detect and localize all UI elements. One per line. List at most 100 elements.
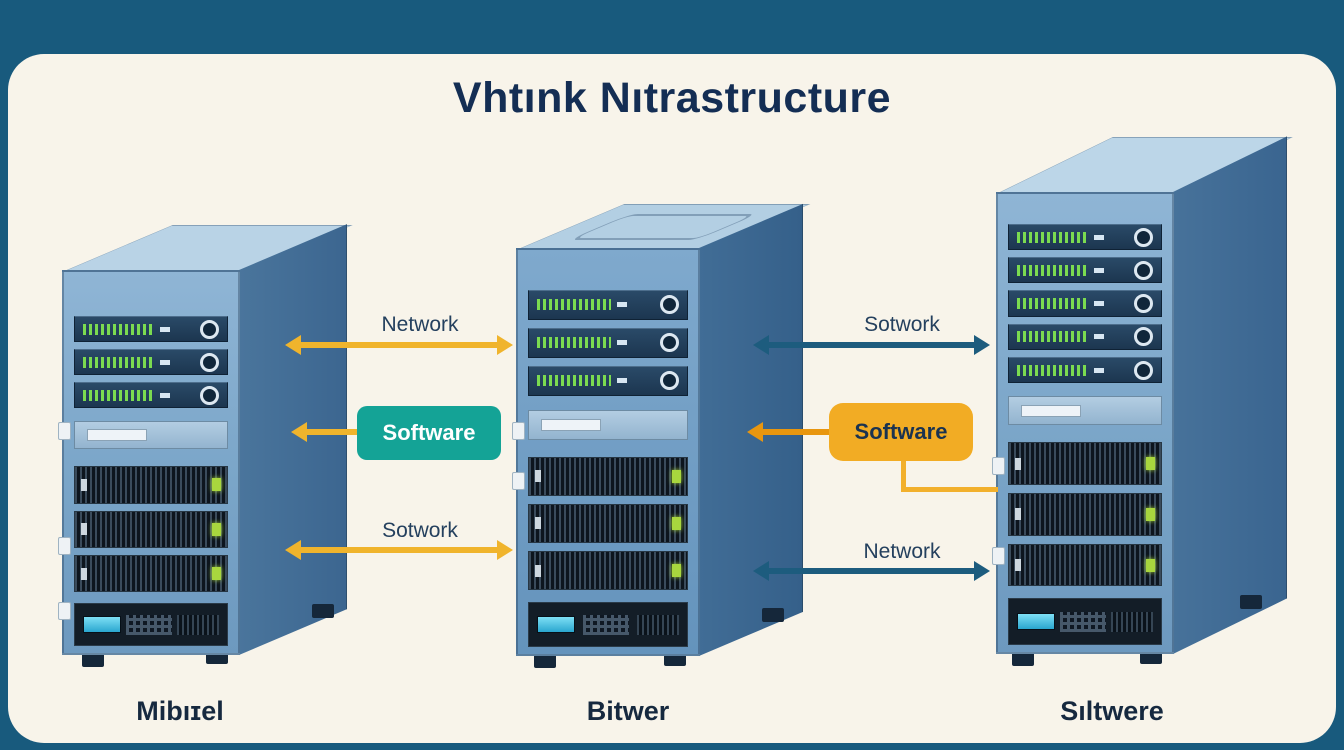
status-led [1146,558,1155,572]
software-connector-vertical [901,460,906,492]
arrow-shaft [763,429,833,435]
drive-bay [74,554,228,593]
keypad [1060,611,1106,632]
vent-grill [177,614,219,635]
software-arrow-right [747,418,833,446]
status-led [672,564,681,578]
arrow-shaft [769,568,974,574]
arrow-shaft [301,342,497,348]
blank-panel [528,409,688,440]
led-display [537,375,611,387]
drive-bay [1008,493,1162,536]
arrow-head-left-icon [291,422,307,442]
led-indicator [1093,334,1104,340]
blank-panel [74,421,228,450]
rack-front-face [512,248,700,656]
drive-bay [74,466,228,504]
status-led [212,478,221,492]
server-unit [74,316,228,343]
rack-front-face [58,270,240,655]
server-unit [74,382,228,409]
network-arrow-left-bottom [285,536,513,564]
arrow-head-left-icon [747,422,763,442]
server-unit [1008,257,1162,284]
connection-label-left-top: Network [381,313,459,336]
drive-bay [1008,543,1162,587]
led-indicator [159,359,170,365]
rack-side-face [1173,136,1287,654]
server-unit [1008,224,1162,251]
led-display [1017,298,1088,310]
rack-foot [312,604,334,618]
rack-foot [82,653,104,667]
drive-bay [528,456,688,496]
server-unit [528,327,688,358]
server-unit [528,290,688,320]
fan-port-icon [200,385,219,405]
drive-slot [1021,404,1081,417]
status-led [212,567,221,581]
led-indicator [1093,367,1104,373]
status-led [672,516,681,530]
bay-label [535,470,541,483]
led-display [537,299,611,311]
blank-panel [1008,396,1162,426]
keypad [126,614,172,635]
network-arrow-left-top [285,331,513,359]
connection-label-right-bottom: Network [863,540,941,563]
server-unit [74,349,228,376]
rack-handle [58,422,71,440]
drive-bay [74,510,228,548]
bay-label [1015,508,1021,521]
fan-port-icon [1134,360,1153,380]
led-display [83,323,154,335]
software-arrow-left [291,418,365,446]
lcd-screen [83,616,121,634]
led-display [1017,264,1088,276]
rack-handle [512,422,525,440]
rack-handle [58,602,71,620]
rack-caption-middle: Bitwer [586,696,670,726]
drive-slot [87,429,147,442]
status-led [212,522,221,536]
drive-bay [528,551,688,591]
fan-port-icon [1134,327,1153,347]
led-display [1017,331,1088,343]
led-indicator [1093,301,1104,307]
lcd-screen [1017,613,1055,631]
arrow-head-left-icon [753,335,769,355]
status-led [1146,507,1155,521]
drive-bay [1008,442,1162,486]
bay-label [1015,457,1021,470]
led-indicator [1093,234,1104,240]
rack-foot [762,608,784,622]
rack-front-face [992,192,1174,654]
drive-bay [528,503,688,544]
bay-label [81,523,87,536]
led-indicator [1093,267,1104,273]
keypad [583,614,629,635]
fan-port-icon [200,319,219,339]
fan-port-icon [660,295,679,315]
fan-port-icon [1134,227,1153,247]
led-indicator [616,302,627,308]
bay-label [535,517,541,530]
server-unit [528,365,688,396]
rack-foot [1012,652,1034,666]
fan-port-icon [660,371,679,391]
led-indicator [616,340,627,346]
vent-grill [637,614,679,635]
fan-port-icon [1134,260,1153,280]
bay-label [1015,559,1021,572]
connection-label-right-top: Sotwork [864,313,940,336]
server-unit [1008,323,1162,350]
control-panel [1008,598,1162,645]
bay-label [81,567,87,580]
arrow-head-left-icon [753,561,769,581]
led-indicator [159,392,170,398]
network-arrow-right-top [753,331,990,359]
status-led [672,469,681,483]
led-display [83,389,154,401]
fan-port-icon [660,333,679,353]
